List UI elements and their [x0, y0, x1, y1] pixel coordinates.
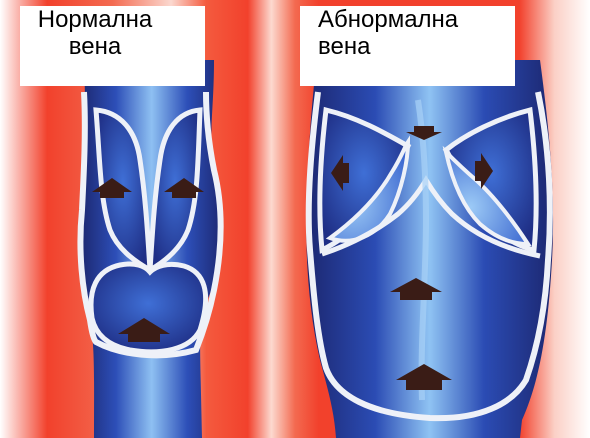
abnormal-vein-label: Абнормална вена [300, 6, 515, 86]
normal-vein-label: Нормална вена [20, 6, 205, 86]
abnormal-vein-label-line2: вена [300, 33, 515, 60]
abnormal-vein [306, 60, 553, 438]
abnormal-vein-label-line1: Абнормална [300, 6, 515, 33]
normal-vein-label-line1: Нормална [20, 6, 170, 33]
normal-vein-label-line2: вена [20, 33, 170, 60]
